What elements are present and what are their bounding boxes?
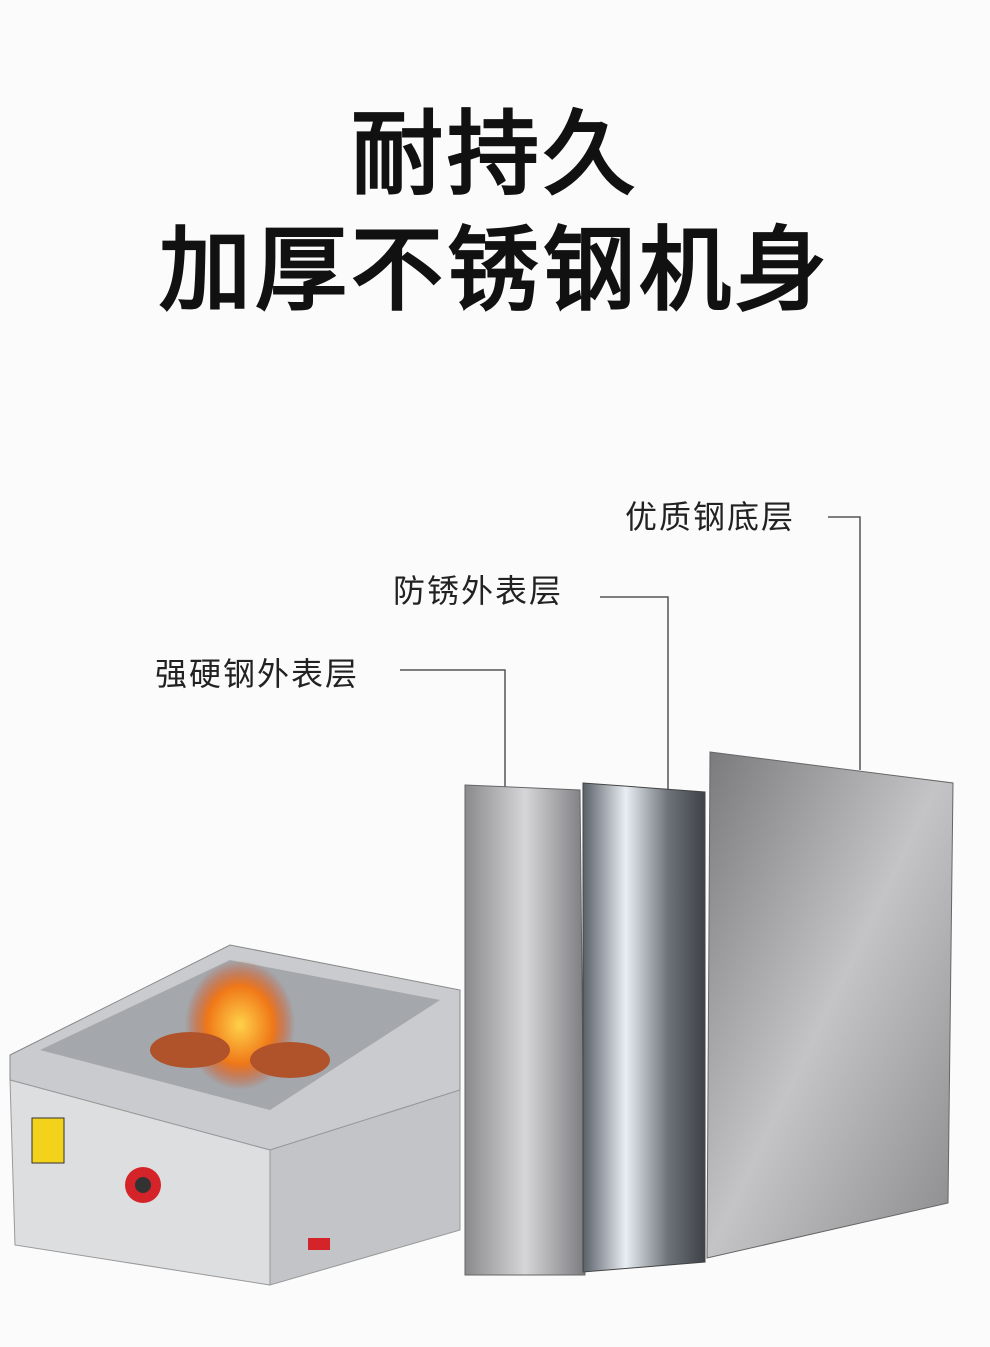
headline-line1: 耐持久 (350, 101, 639, 208)
plate-base-layer (706, 751, 954, 1259)
plate-rustproof-layer (582, 782, 706, 1273)
plate-outer-layer (464, 784, 586, 1276)
label-outer-layer: 强硬钢外表层 (155, 655, 360, 693)
label-rustproof-layer: 防锈外表层 (393, 572, 564, 610)
leader-lines (400, 516, 861, 830)
label-base-layer: 优质钢底层 (625, 498, 796, 536)
headline-line2: 加厚不锈钢机身 (158, 217, 831, 324)
griddle-image (9, 944, 461, 1286)
